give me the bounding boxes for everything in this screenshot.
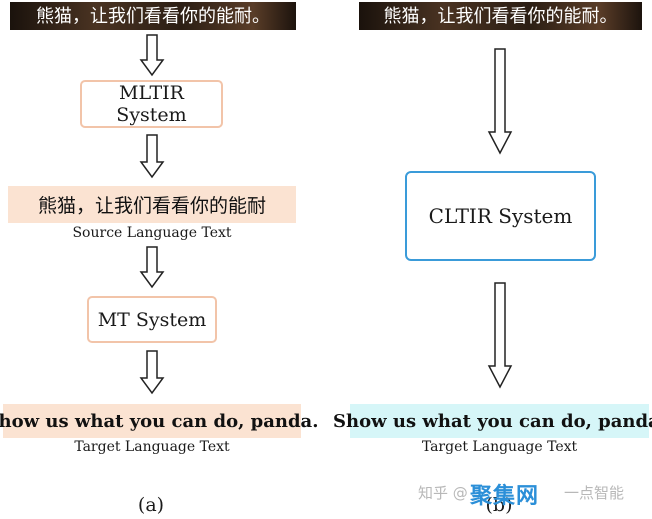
arrow-down-icon [139, 246, 165, 289]
right-target-language-text-highlight: Show us what you can do, panda. [333, 404, 652, 438]
cltir-system-label: CLTIR System [428, 204, 573, 228]
source-language-text-highlight: 熊猫，让我们看看你的能耐 [8, 186, 296, 223]
arrow-down-icon [139, 34, 165, 77]
cltir-system-box: CLTIR System [405, 171, 596, 261]
mltir-system-label: MLTIR System [116, 82, 187, 126]
panel-a-label: (a) [137, 494, 165, 516]
mt-system-box: MT System [87, 296, 217, 343]
arrow-down-icon [487, 282, 513, 389]
arrow-down-icon [487, 48, 513, 155]
source-language-text: 熊猫，让我们看看你的能耐 [37, 195, 266, 217]
source-language-caption: Source Language Text [72, 225, 232, 241]
panel-b-label: (b) [485, 494, 513, 516]
left-target-language-text-highlight: Show us what you can do, panda. [0, 404, 318, 438]
right-source-image-banner: 熊猫，让我们看看你的能耐。 [359, 2, 642, 30]
left-target-language-caption: Target Language Text [74, 439, 230, 455]
right-target-language-text: Show us what you can do, panda. [333, 410, 652, 432]
left-source-image-banner: 熊猫，让我们看看你的能耐。 [10, 2, 296, 30]
brand-watermark: 聚集网 [470, 484, 540, 509]
mt-system-label: MT System [97, 308, 207, 331]
mltir-system-box: MLTIR System [80, 80, 223, 128]
arrow-down-icon [139, 350, 165, 395]
right-target-language-caption: Target Language Text [421, 439, 578, 455]
left-target-language-text: Show us what you can do, panda. [0, 410, 319, 432]
brand-suffix-watermark: 一点智能 [564, 484, 625, 502]
zhihu-watermark: 知乎 @ [418, 484, 468, 502]
arrow-down-icon [139, 134, 165, 179]
